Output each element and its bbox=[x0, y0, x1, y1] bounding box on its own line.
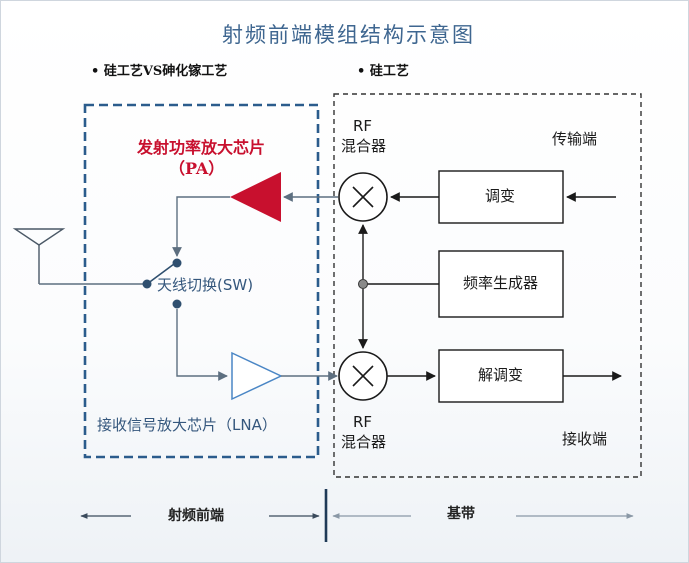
mixer-bottom-label-line2: 混合器 bbox=[341, 433, 387, 451]
rf-front-end-boundary bbox=[83, 103, 320, 459]
switch-to-lna-line bbox=[176, 309, 228, 381]
frequency-generator-box bbox=[438, 250, 564, 318]
lna-amplifier-icon bbox=[231, 351, 283, 401]
right-section-header: • 硅工艺 bbox=[357, 64, 409, 79]
diagram-title: 射频前端模组结构示意图 bbox=[222, 23, 475, 47]
mixer-top-label-line1: RF bbox=[353, 117, 373, 135]
frequency-generator-box-label: 频率生成器 bbox=[463, 274, 539, 292]
left-section-header: • 硅工艺VS砷化镓工艺 bbox=[91, 64, 228, 79]
freq-node-icon bbox=[358, 279, 368, 289]
antenna-icon bbox=[12, 228, 66, 284]
pa-amplifier-icon bbox=[230, 172, 281, 222]
demodulation-box-label: 解调变 bbox=[478, 366, 524, 384]
lna-label: 接收信号放大芯片（LNA） bbox=[97, 416, 277, 434]
transmit-end-label: 传输端 bbox=[552, 130, 598, 148]
modulation-box-label: 调变 bbox=[485, 187, 516, 205]
modulation-box bbox=[438, 170, 564, 224]
mixer-top-label-line2: 混合器 bbox=[341, 137, 387, 155]
pa-label-line2: （PA） bbox=[169, 159, 225, 178]
pa-label-line1: 发射功率放大芯片 bbox=[137, 138, 266, 157]
antenna-switch-icon bbox=[142, 258, 182, 309]
mixer-bottom-label-line1: RF bbox=[353, 413, 373, 431]
rf-mixer-bottom-icon bbox=[338, 351, 388, 401]
demodulation-box bbox=[438, 349, 564, 403]
baseband-boundary bbox=[333, 93, 642, 478]
receive-end-label: 接收端 bbox=[562, 430, 608, 448]
pa-to-switch-line bbox=[172, 196, 230, 257]
baseband-label: 基带 bbox=[447, 506, 475, 522]
rf-front-end-label: 射频前端 bbox=[168, 508, 224, 524]
rf-mixer-top-icon bbox=[338, 172, 388, 222]
switch-label: 天线切换(SW) bbox=[157, 276, 254, 294]
